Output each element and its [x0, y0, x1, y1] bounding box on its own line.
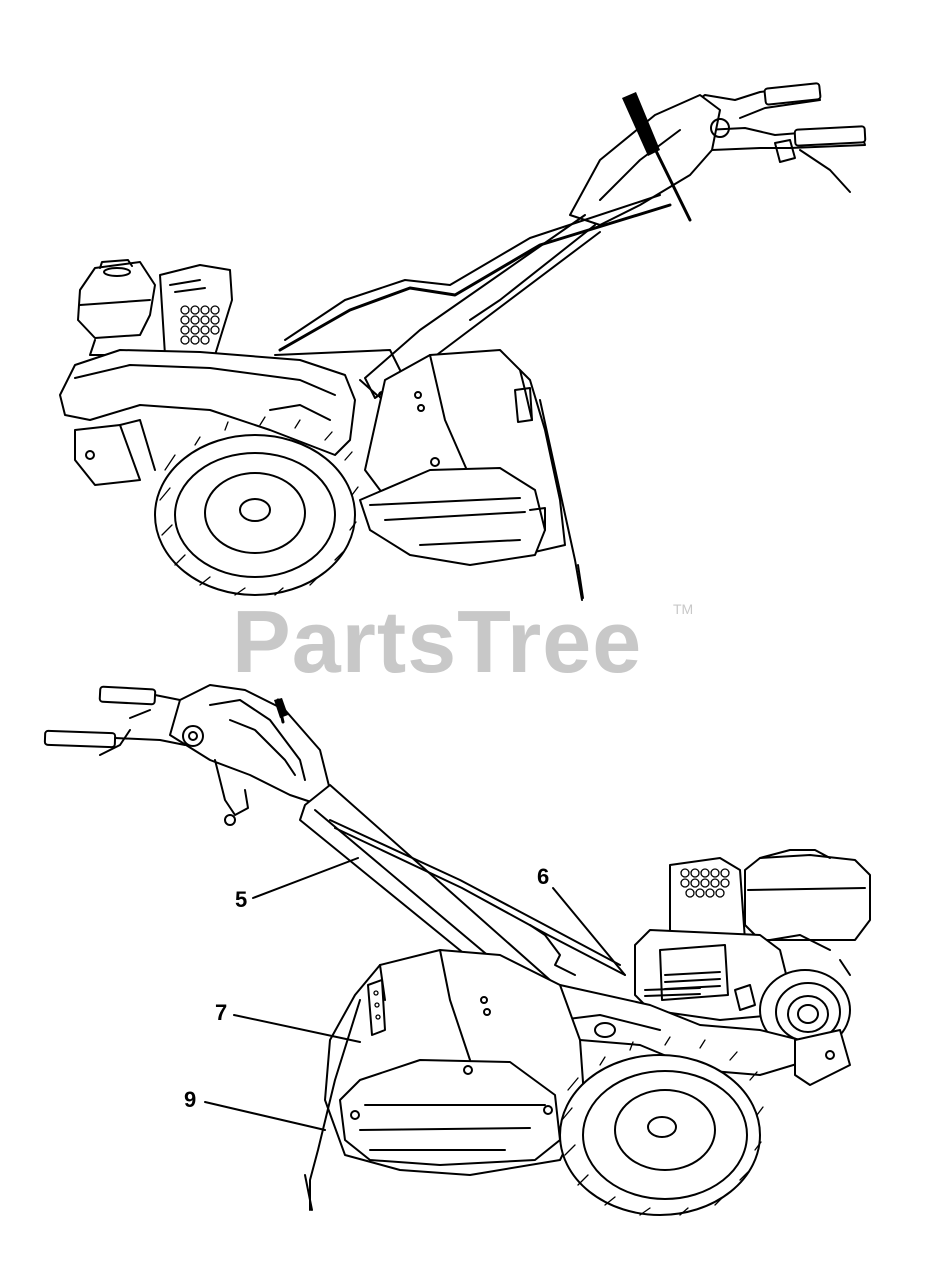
- bottom-handlebar: [43, 684, 331, 826]
- top-drag-bar: [539, 399, 584, 601]
- callout-9-label: 9: [184, 1087, 196, 1112]
- bottom-air-filter-grid: [680, 868, 730, 898]
- top-air-filter-grid: [180, 305, 220, 345]
- top-front-bracket: [74, 419, 156, 486]
- watermark-trademark: TM: [673, 601, 693, 617]
- tiller-view-bottom: [43, 684, 871, 1216]
- top-side-shield: [359, 457, 546, 566]
- callout-6: 6: [537, 864, 626, 976]
- top-fender: [59, 349, 401, 456]
- bottom-wheel: [559, 1036, 764, 1216]
- bottom-side-shield: [339, 1059, 561, 1166]
- bottom-drag-bar: [304, 999, 361, 1211]
- watermark: PartsTree TM: [232, 592, 693, 691]
- watermark-text: PartsTree: [232, 592, 642, 691]
- bottom-engine: [634, 849, 871, 1051]
- callout-7: 7: [215, 1000, 361, 1043]
- callout-9: 9: [184, 1087, 326, 1131]
- top-control-cables: [278, 194, 672, 352]
- callout-7-label: 7: [215, 1000, 227, 1025]
- top-engine: [77, 259, 233, 356]
- callout-5: 5: [235, 857, 359, 912]
- bottom-rear-bracket: [794, 1029, 851, 1086]
- tiller-view-top: [59, 82, 867, 601]
- callout-5-label: 5: [235, 887, 247, 912]
- callout-6-label: 6: [537, 864, 549, 889]
- bottom-control-cables: [329, 819, 626, 976]
- top-wheel: [154, 416, 359, 596]
- top-handlebar: [569, 82, 867, 226]
